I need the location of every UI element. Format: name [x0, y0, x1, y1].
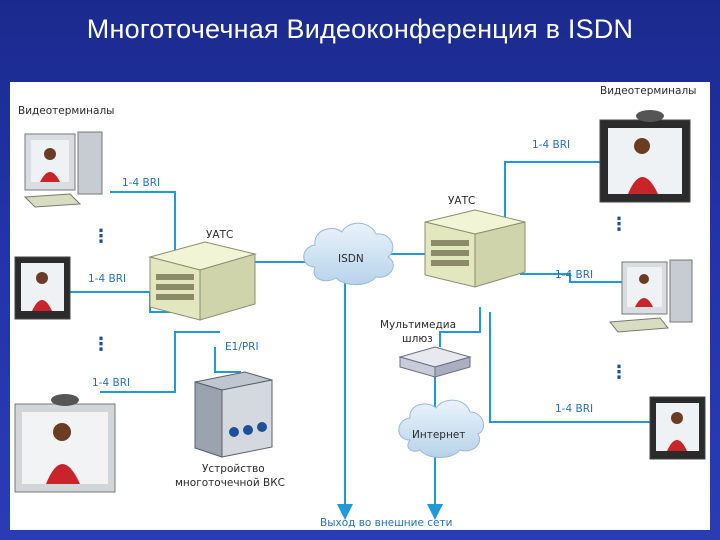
mcu-device [194, 371, 273, 458]
internet-cloud: Интернет [398, 399, 485, 458]
link-right-bottom [489, 312, 655, 423]
terminal-left-mid [14, 256, 71, 320]
terminal-left-top [23, 131, 103, 208]
bri-label-right-bottom: 1-4 BRI [555, 403, 593, 415]
terminal-right-top [599, 110, 691, 203]
bri-label-left-bottom: 1-4 BRI [92, 377, 130, 389]
link-left-mid [70, 291, 180, 313]
link-right-gateway [439, 307, 481, 347]
multimedia-gateway [398, 346, 472, 378]
gateway-label-line1: Мультимедиа [380, 319, 456, 331]
mcu-label-line1: Устройство [202, 463, 265, 475]
terminal-left-bottom [14, 394, 116, 493]
bri-label-left-top: 1-4 BRI [122, 177, 160, 189]
exit-label: Выход во внешние сети [320, 517, 452, 529]
terminals-left-label: Видеотерминалы [18, 105, 114, 117]
link-left-bottom [100, 331, 220, 393]
bri-label-right-mid: 1-4 BRI [555, 269, 593, 281]
terminals-right-label: Видеотерминалы [600, 85, 696, 97]
pbx-right [424, 209, 526, 288]
bri-label-left-mid: 1-4 BRI [88, 273, 126, 285]
connection-lines [70, 161, 655, 520]
terminal-right-bottom [649, 396, 706, 460]
link-right-top [504, 161, 610, 217]
mcu-label-line2: многоточечной ВКС [175, 477, 285, 489]
isdn-cloud: ISDN [303, 222, 394, 286]
e1-pri-label: E1/PRI [225, 341, 259, 353]
link-right-mid [520, 273, 630, 283]
terminal-right-mid [609, 259, 693, 333]
dots-right-2: ⋮ [610, 362, 628, 383]
slide-title: Многоточечная Видеоконференция в ISDN [86, 14, 634, 44]
dots-left-1: ⋮ [92, 226, 110, 247]
dots-left-2: ⋮ [92, 334, 110, 355]
pbx-right-label: УАТС [448, 195, 475, 207]
gateway-label-line2: шлюз [402, 333, 433, 345]
internet-label: Интернет [412, 429, 465, 441]
dots-right-1: ⋮ [610, 214, 628, 235]
isdn-label: ISDN [338, 253, 364, 265]
pbx-left-label: УАТС [206, 229, 233, 241]
diagram-panel: Видеотерминалы Видеотерминалы 1-4 BRI 1-… [10, 82, 710, 530]
bri-label-right-top: 1-4 BRI [532, 139, 570, 151]
network-diagram: Видеотерминалы Видеотерминалы 1-4 BRI 1-… [14, 85, 706, 529]
pbx-left [148, 241, 257, 321]
